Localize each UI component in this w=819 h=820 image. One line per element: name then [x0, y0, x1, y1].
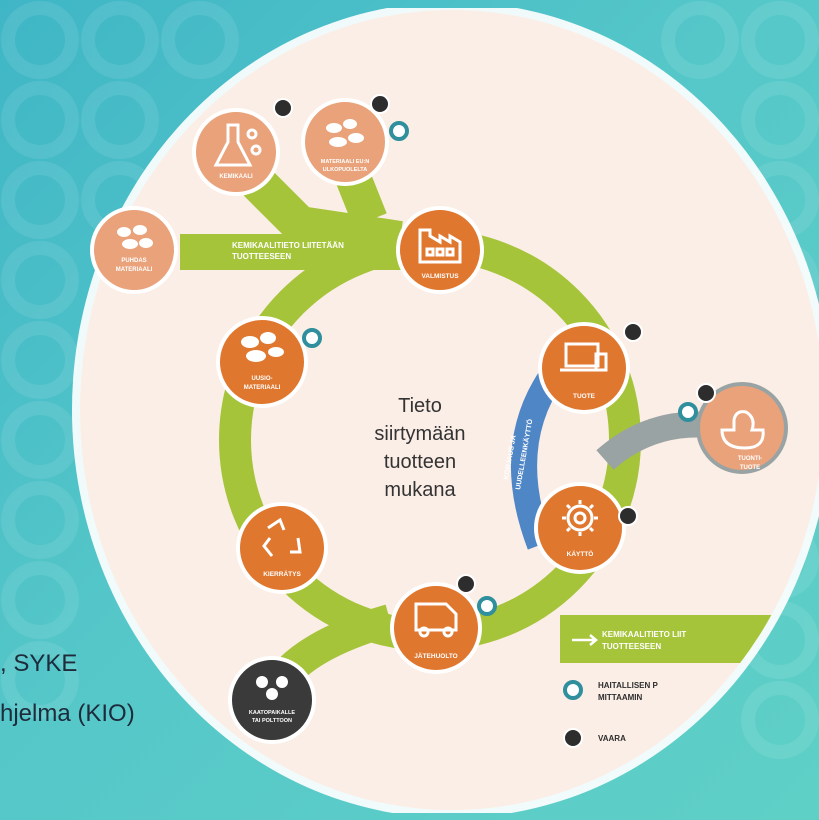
node-kaatopaikalle-label-2: TAI POLTTOON — [252, 718, 292, 724]
node-tuote: TUOTE — [538, 322, 630, 414]
node-puhdas-label-2: MATERIAALI — [116, 267, 153, 273]
skull-icon — [456, 574, 476, 594]
legend: KEMIKAALITIETO LIIT TUOTTEESEEN HAITALLI… — [563, 630, 686, 748]
pellets-icon — [241, 332, 284, 362]
node-kaytto: KÄYTTÖ — [534, 482, 626, 574]
legend-arrow-icon — [572, 634, 598, 646]
node-tuontituote-label-2: TUOTE — [740, 465, 760, 471]
skull-icon — [623, 322, 643, 342]
measure-icon — [389, 121, 409, 141]
node-valmistus-label: VALMISTUS — [421, 273, 459, 280]
node-uusiomateriaali-label-2: MATERIAALI — [244, 385, 281, 391]
legend-item1-line2: TUOTTEESEEN — [602, 642, 661, 651]
caption-line-2: hjelma (KIO) — [0, 700, 135, 727]
node-materiaali-euin-label-1: MATERIAALI EU:N — [321, 159, 370, 165]
legend-item2-line2: MITTAAMIN — [598, 693, 643, 702]
node-kaatopaikalle: KAATOPAIKALLE TAI POLTTOON — [228, 656, 316, 744]
skull-icon — [696, 383, 716, 403]
flow-label-line2: TUOTTEESEEN — [232, 252, 291, 261]
node-puhdas-label-1: PUHDAS — [121, 258, 146, 264]
node-puhdas: PUHDAS MATERIAALI — [90, 206, 178, 294]
center-text-line3: tuotteen — [384, 451, 456, 473]
skull-icon — [370, 94, 390, 114]
skull-icon — [273, 98, 293, 118]
node-materiaali-euin: MATERIAALI EU:N ULKOPUOLELTA — [301, 98, 389, 186]
caption-line-1: , SYKE — [0, 650, 78, 677]
pellets-icon — [326, 119, 364, 147]
skull-icon — [256, 676, 288, 700]
center-text-line1: Tieto — [398, 395, 442, 417]
node-kemikaali: KEMIKAALI — [192, 108, 280, 196]
flow-label-line1: KEMIKAALITIETO LIITETÄÄN — [232, 241, 344, 250]
flask-icon — [213, 123, 262, 167]
legend-band — [560, 615, 819, 663]
node-kierratys-label: KIERRÄTYS — [263, 570, 301, 578]
recycle-icon — [262, 517, 302, 557]
measurement-badges — [302, 121, 698, 616]
hazard-badges — [273, 94, 716, 594]
measure-icon — [477, 596, 497, 616]
lifecycle-diagram: KEMIKAALITIETO LIITETÄÄN TUOTTEESEEN KOR… — [72, 8, 819, 813]
node-tuote-label: TUOTE — [573, 393, 596, 400]
center-text: Tieto siirtymään tuotteen mukana — [374, 395, 465, 501]
laptop-icon — [560, 342, 608, 372]
pellets-icon — [117, 225, 153, 249]
measure-icon — [302, 328, 322, 348]
center-text-line2: siirtymään — [374, 423, 465, 445]
node-kaytto-label: KÄYTTÖ — [567, 549, 594, 558]
legend-item2-line1: HAITALLISEN P — [598, 681, 659, 690]
legend-item3: VAARA — [598, 734, 626, 743]
measure-icon — [563, 680, 583, 700]
center-text-line4: mukana — [384, 479, 456, 501]
skull-icon — [563, 728, 583, 748]
node-kaatopaikalle-label-1: KAATOPAIKALLE — [249, 710, 295, 716]
node-materiaali-euin-label-2: ULKOPUOLELTA — [323, 167, 367, 173]
measure-icon — [678, 402, 698, 422]
node-jatehuolto: JÄTEHUOLTO — [390, 582, 482, 674]
node-uusiomateriaali-label-1: UUSIO- — [252, 376, 273, 382]
node-tuontituote-label-1: TUONTI- — [738, 456, 762, 462]
factory-icon — [418, 228, 462, 264]
legend-item1-line1: KEMIKAALITIETO LIIT — [602, 630, 686, 639]
node-kierratys: KIERRÄTYS — [236, 502, 328, 594]
node-tuontituote: TUONTI- TUOTE — [696, 382, 788, 474]
node-valmistus: VALMISTUS — [396, 206, 484, 294]
duck-icon — [720, 410, 765, 450]
node-uusiomateriaali: UUSIO- MATERIAALI — [216, 316, 308, 408]
node-kemikaali-label: KEMIKAALI — [219, 174, 253, 180]
truck-icon — [414, 602, 458, 638]
gear-icon — [562, 500, 598, 536]
node-jatehuolto-label: JÄTEHUOLTO — [414, 652, 457, 660]
skull-icon — [618, 506, 638, 526]
